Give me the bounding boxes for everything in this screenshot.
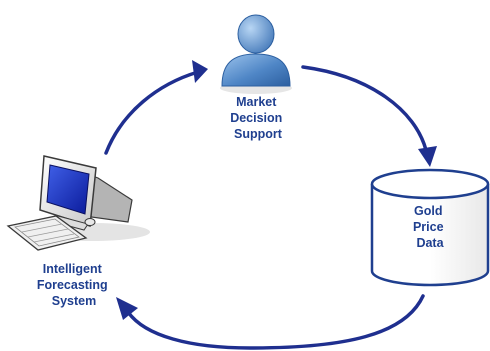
- market-label-line-2: Decision: [230, 111, 282, 125]
- arrowhead-gold-to-system: [116, 297, 138, 320]
- arrow-gold-to-system: [126, 294, 425, 350]
- system-label-line-2: Forecasting: [37, 278, 108, 292]
- market-label-line-1: Market: [236, 95, 277, 109]
- gold-label-line-1: Gold: [414, 204, 442, 218]
- arrowhead-market-to-gold: [418, 146, 437, 167]
- market-label-line-3: Support: [234, 127, 283, 141]
- gold-label: Gold Price Data: [413, 204, 447, 250]
- market-label: Market Decision Support: [230, 95, 286, 141]
- cycle-arrows: [104, 60, 437, 350]
- database-cylinder-icon: [370, 168, 490, 287]
- system-label: Intelligent Forecasting System: [37, 262, 111, 308]
- computer-icon: [6, 155, 150, 251]
- arrow-market-to-gold: [301, 65, 428, 152]
- system-label-line-1: Intelligent: [43, 262, 103, 276]
- system-label-line-3: System: [52, 294, 96, 308]
- person-icon: [220, 14, 292, 94]
- gold-label-line-2: Price: [413, 220, 444, 234]
- gold-label-line-3: Data: [416, 236, 444, 250]
- arrow-system-to-market: [104, 70, 200, 155]
- arrowhead-system-to-market: [192, 60, 208, 83]
